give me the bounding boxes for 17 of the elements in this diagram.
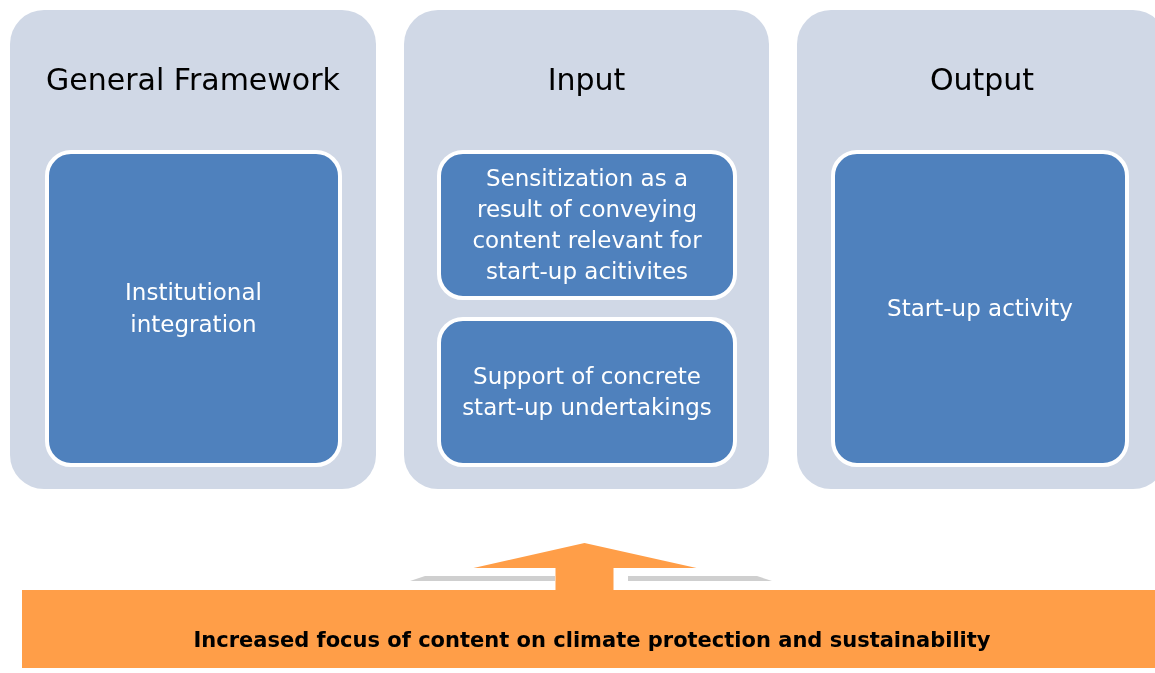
content-box (831, 150, 1129, 467)
banner-text: Increased focus of content on climate protection and sustainability (193, 628, 991, 652)
panel-heading: General Framework (46, 62, 340, 97)
content-box (437, 150, 737, 300)
box-text: Institutional integration (124, 278, 263, 339)
banner (22, 590, 1155, 668)
panel (404, 10, 769, 489)
content-box (437, 317, 737, 467)
panel (797, 10, 1155, 489)
block-arrow (473, 543, 697, 590)
content-box (45, 150, 342, 467)
box-text: Start-up activity (887, 293, 1073, 323)
box-text: Sensitization as a result of conveying content relevant for start-up acitivites (471, 163, 703, 287)
panel-heading: Output (929, 62, 1035, 97)
panel-heading: Input (547, 62, 626, 97)
panel (10, 10, 376, 489)
box-text: Support of concrete start-up undertakings (461, 361, 713, 422)
